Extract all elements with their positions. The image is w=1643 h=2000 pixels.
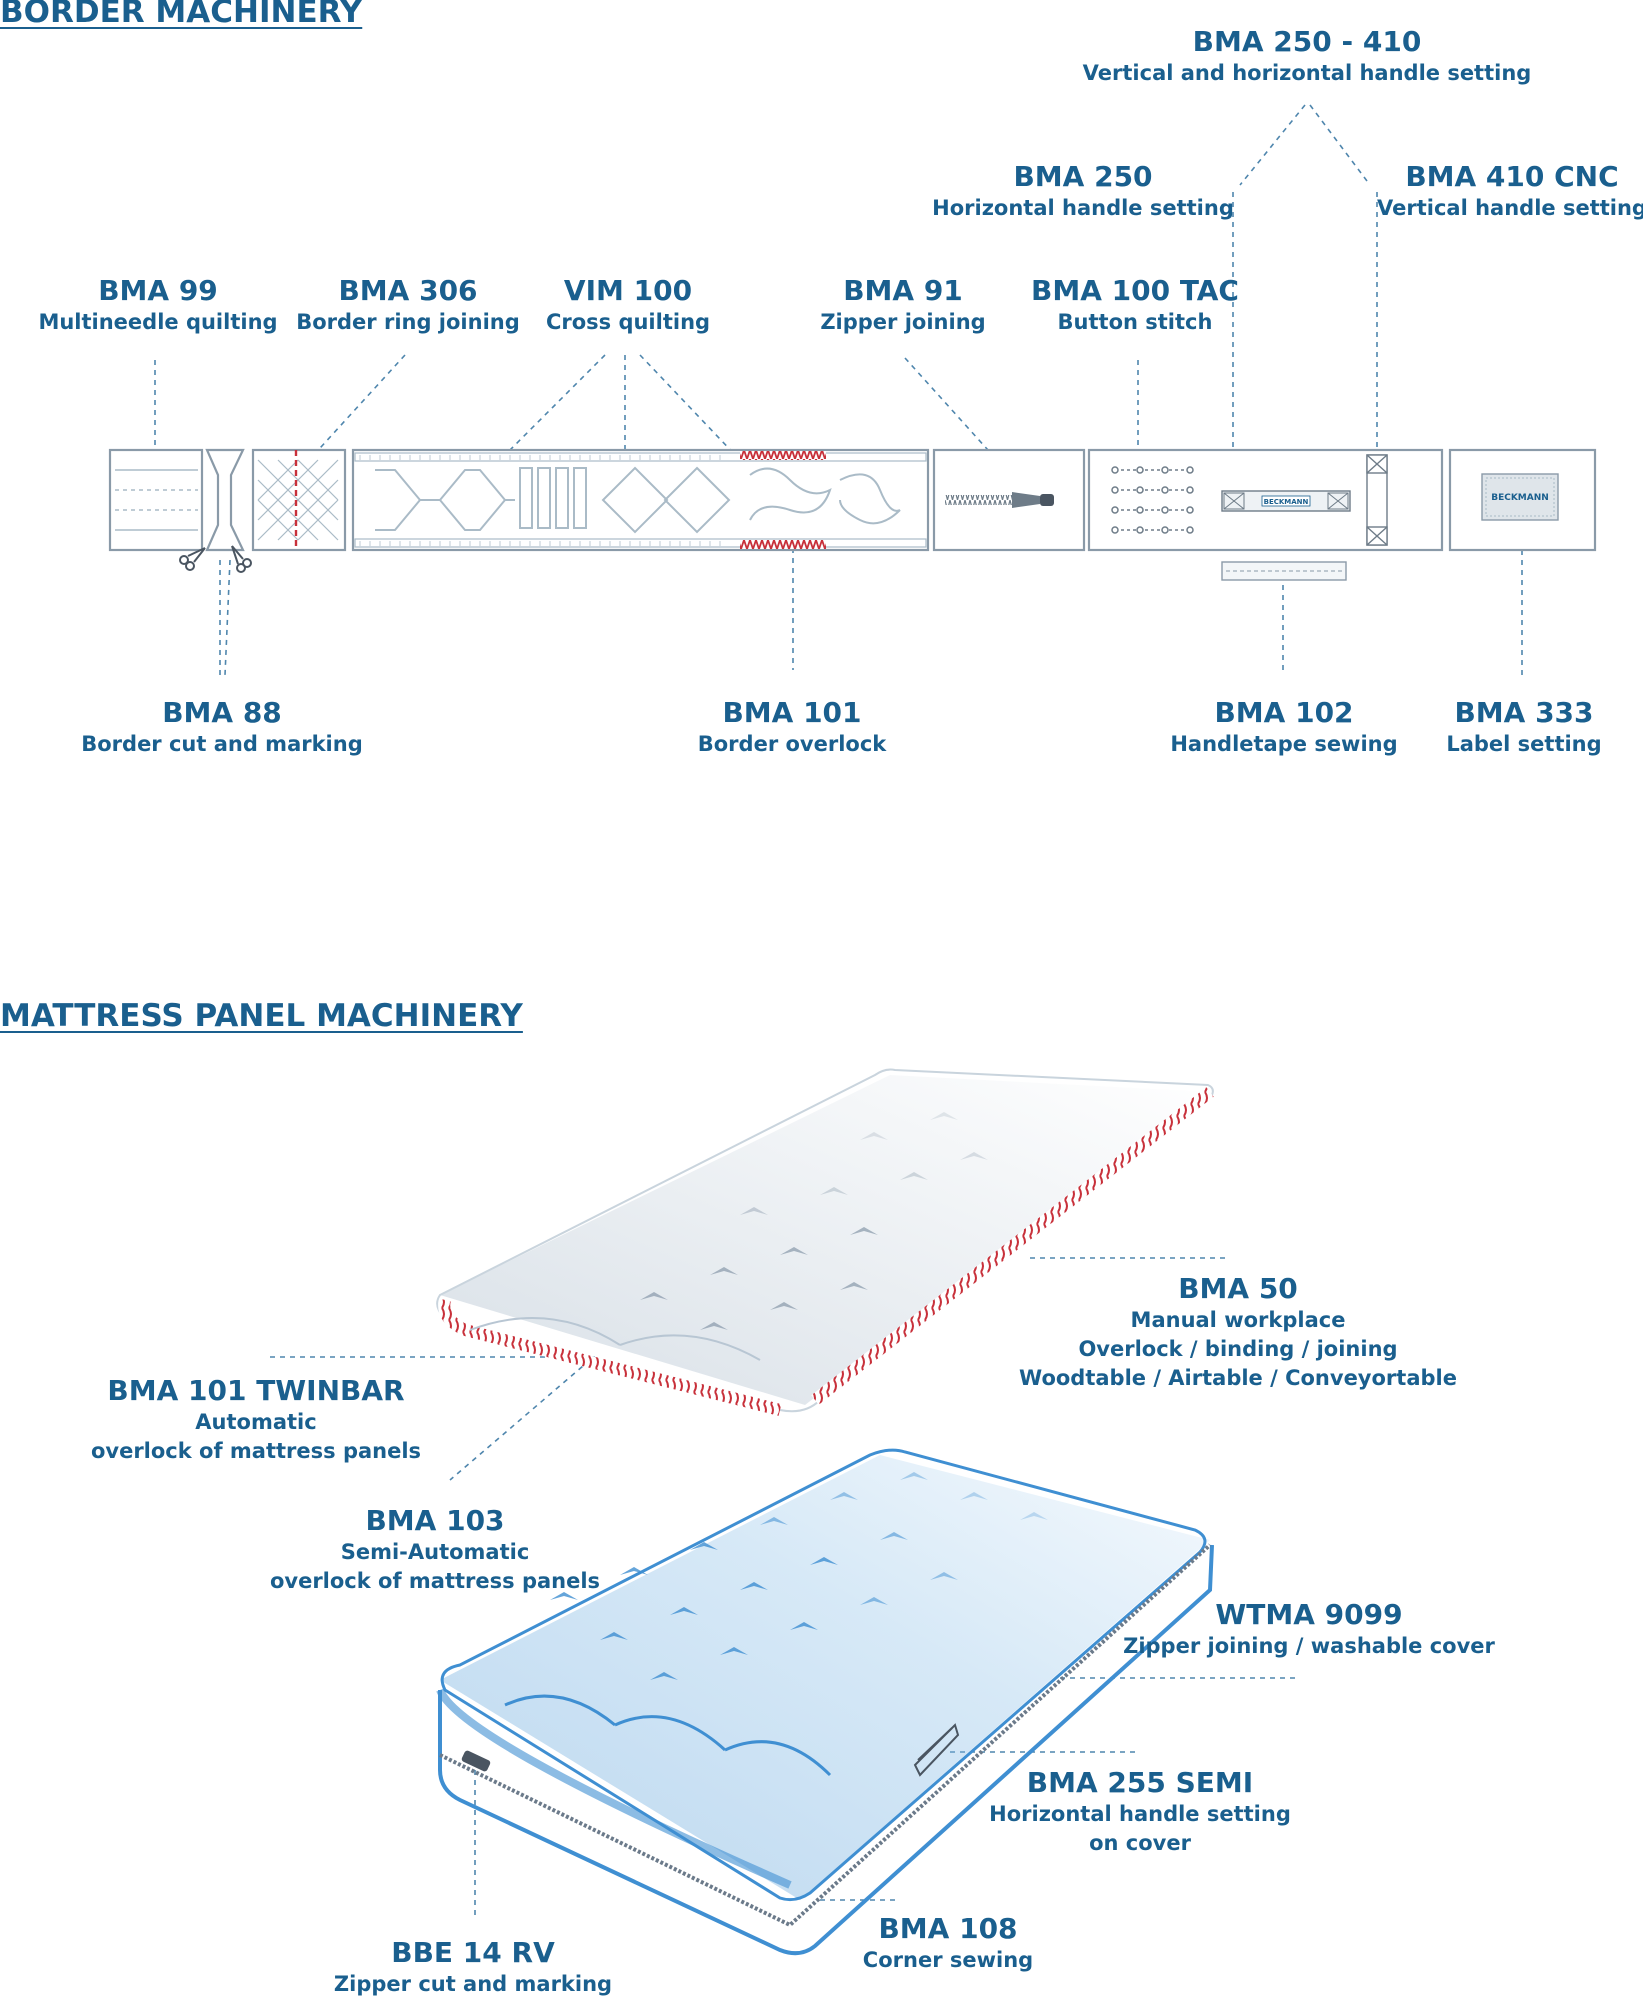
machine-description: Overlock / binding / joining: [1078, 1337, 1398, 1361]
border-machinery-diagram: BECKMANN BECKMANN: [108, 104, 1597, 676]
machine-description: Border overlock: [697, 732, 887, 756]
machine-description: Horizontal handle setting: [989, 1802, 1291, 1826]
machine-description: Semi-Automatic: [340, 1540, 530, 1564]
machine-description: Handletape sewing: [1170, 732, 1398, 756]
border-leader-lines: [154, 104, 1523, 676]
machine-description: overlock of mattress panels: [269, 1569, 601, 1593]
machine-code: BMA 250: [1013, 160, 1153, 193]
machine-description: Button stitch: [1057, 310, 1213, 334]
machine-description: Label setting: [1446, 732, 1602, 756]
label-bma-250: BMA 250 Horizontal handle setting: [932, 160, 1234, 223]
handle-icon: [1366, 454, 1388, 546]
border-cut-marks: [205, 448, 347, 552]
label-bma-255-semi: BMA 255 SEMI Horizontal handle setting o…: [989, 1766, 1291, 1858]
label-bma-50: BMA 50 Manual workplace Overlock / bindi…: [1019, 1272, 1457, 1393]
mattress-cover: [436, 1448, 1214, 1956]
border-segment-zipper: [932, 448, 1086, 552]
machine-code: BMA 91: [843, 274, 963, 307]
label-bbe-14-rv: BBE 14 RV Zipper cut and marking: [334, 1936, 612, 1999]
machine-code: BMA 99: [98, 274, 218, 307]
machine-description: Border ring joining: [296, 310, 520, 334]
label-bma-333: BMA 333 Label setting: [1446, 696, 1601, 759]
machine-description: Woodtable / Airtable / Conveyortable: [1019, 1366, 1457, 1390]
overlock-stitch: [740, 451, 826, 549]
mattress-panel-machinery-title: MATTRESS PANEL MACHINERY: [0, 998, 523, 1034]
label-bma-99: BMA 99 Multineedle quilting: [38, 274, 277, 337]
svg-text:BECKMANN: BECKMANN: [1264, 498, 1309, 506]
zipper-icon: [1012, 492, 1054, 508]
machine-code: BMA 250 - 410: [1192, 25, 1422, 58]
machine-description: Border cut and marking: [81, 732, 363, 756]
machine-code: BMA 88: [162, 696, 282, 729]
machine-code: BMA 50: [1178, 1272, 1298, 1305]
label-bma-410-cnc: BMA 410 CNC Vertical handle setting: [1377, 160, 1643, 223]
machine-code: BMA 100 TAC: [1031, 274, 1239, 307]
label-bma-100-tac: BMA 100 TAC Button stitch: [1031, 274, 1239, 337]
border-machinery-title: BORDER MACHINERY: [0, 0, 363, 30]
label-vim-100: VIM 100 Cross quilting: [546, 274, 710, 337]
machine-description: Corner sewing: [862, 1948, 1034, 1972]
handle-tape: [1221, 561, 1347, 581]
label-bma-102: BMA 102 Handletape sewing: [1170, 696, 1397, 759]
mattress-panel-top: [436, 1068, 1214, 1416]
machine-code: VIM 100: [563, 274, 693, 307]
scissors-icon: [179, 547, 206, 571]
label-bma-91: BMA 91 Zipper joining: [820, 274, 985, 337]
machine-description: Zipper joining: [820, 310, 986, 334]
label-wtma-9099: WTMA 9099 Zipper joining / washable cove…: [1123, 1598, 1495, 1661]
machine-description: Cross quilting: [545, 310, 711, 334]
machine-code: BBE 14 RV: [391, 1936, 555, 1969]
machine-description: Multineedle quilting: [38, 310, 278, 334]
machine-code: BMA 410 CNC: [1405, 160, 1619, 193]
machine-description: on cover: [1089, 1831, 1191, 1855]
label-bma-101: BMA 101 Border overlock: [698, 696, 887, 759]
label-icon: BECKMANN: [1481, 473, 1559, 521]
border-segment-cross-quilting: [351, 448, 930, 552]
handle-icon: [913, 1723, 960, 1777]
machine-code: BMA 306: [338, 274, 478, 307]
label-bma-103: BMA 103 Semi-Automatic overlock of mattr…: [270, 1504, 600, 1596]
button-grid-icon: [1111, 466, 1194, 534]
label-bma-108: BMA 108 Corner sewing: [863, 1912, 1033, 1975]
border-segment-button-handle: BECKMANN: [1087, 448, 1444, 552]
machine-description: overlock of mattress panels: [90, 1439, 422, 1463]
machine-description: Vertical and horizontal handle setting: [1082, 61, 1532, 85]
machine-description: Zipper cut and marking: [333, 1972, 613, 1996]
machine-code: WTMA 9099: [1215, 1598, 1403, 1631]
machine-code: BMA 101: [722, 696, 862, 729]
scissors-icon: [231, 545, 252, 573]
machine-description: Automatic: [195, 1410, 317, 1434]
machine-description: Manual workplace: [1130, 1308, 1346, 1332]
border-segment-label: BECKMANN: [1448, 448, 1597, 552]
machine-code: BMA 333: [1454, 696, 1594, 729]
machine-code: BMA 101 TWINBAR: [107, 1374, 405, 1407]
zipper-icon: [461, 1750, 491, 1772]
machine-description: Horizontal handle setting: [932, 196, 1234, 220]
machine-description: Vertical handle setting: [1377, 196, 1643, 220]
machine-code: BMA 102: [1214, 696, 1354, 729]
label-bma-306: BMA 306 Border ring joining: [296, 274, 520, 337]
svg-text:BECKMANN: BECKMANN: [1491, 493, 1549, 503]
machine-code: BMA 255 SEMI: [1026, 1766, 1254, 1799]
label-bma-88: BMA 88 Border cut and marking: [81, 696, 363, 759]
border-segment-multineedle: [108, 448, 204, 552]
machine-description: Zipper joining / washable cover: [1123, 1634, 1495, 1658]
label-bma-250-410: BMA 250 - 410 Vertical and horizontal ha…: [1083, 25, 1532, 88]
handle-icon: BECKMANN: [1221, 490, 1351, 512]
label-bma-101-twinbar: BMA 101 TWINBAR Automatic overlock of ma…: [91, 1374, 421, 1466]
machine-code: BMA 108: [878, 1912, 1018, 1945]
machine-code: BMA 103: [365, 1504, 505, 1537]
